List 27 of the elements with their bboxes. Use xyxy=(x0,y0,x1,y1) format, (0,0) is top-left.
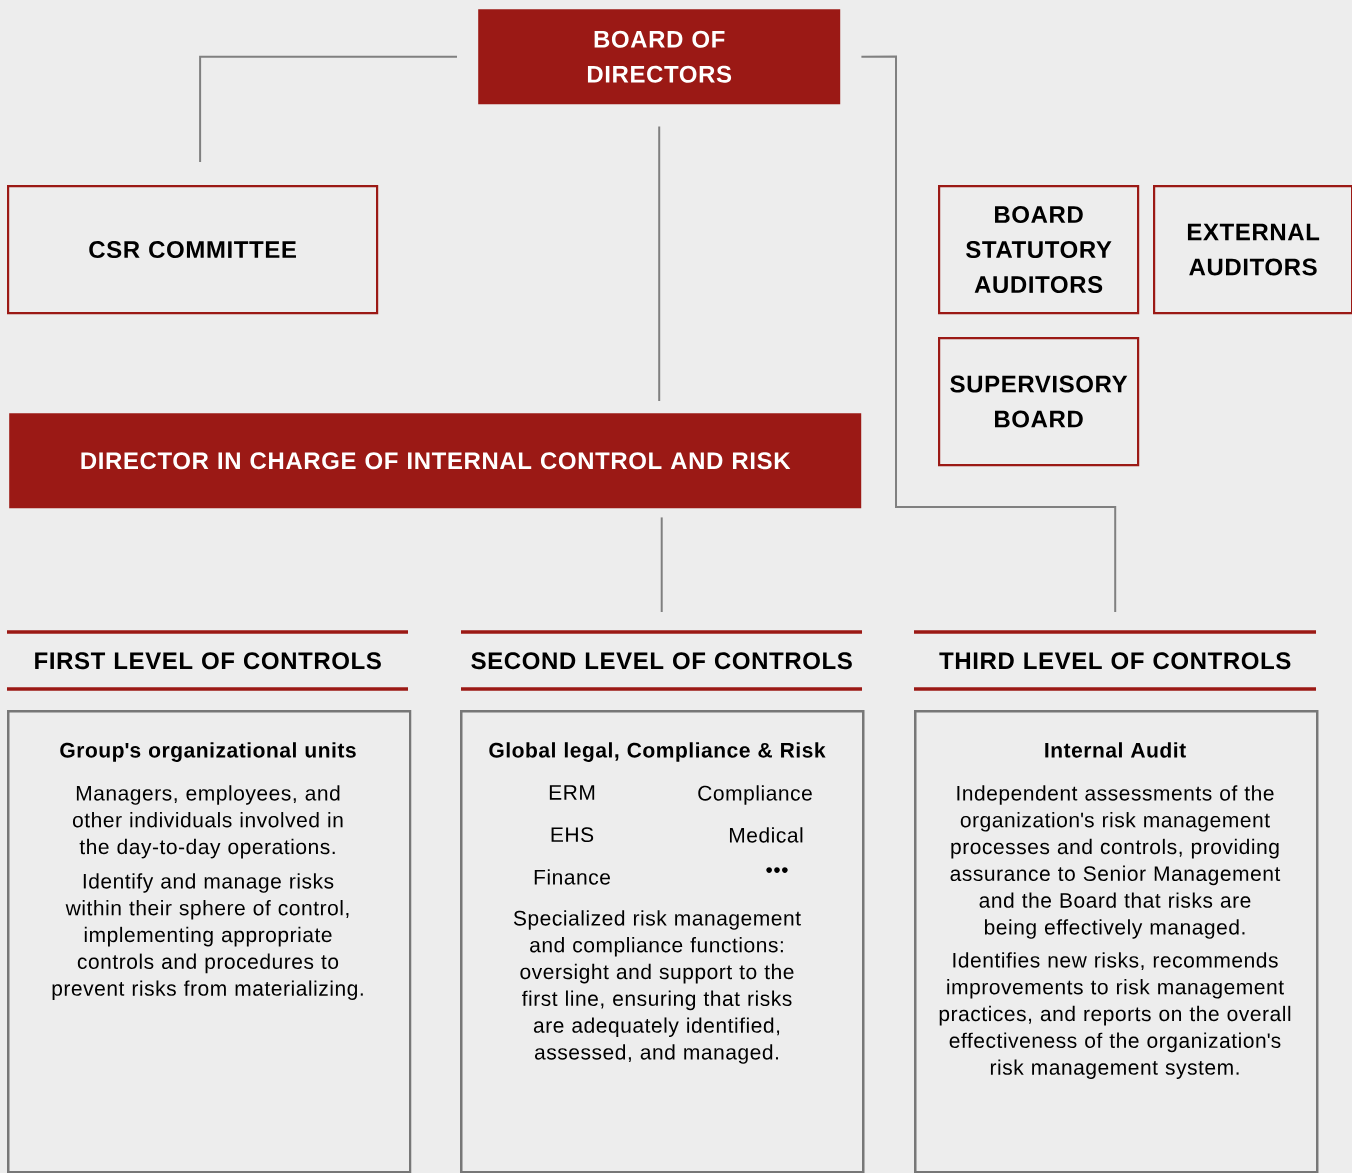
function-label: EHS xyxy=(551,827,594,843)
connector-line xyxy=(860,55,1117,613)
committee-box: CSR COMMITTEE xyxy=(7,185,379,315)
auditor-box: BOARD STATUTORY AUDITORS xyxy=(938,185,1140,315)
function-label: Finance xyxy=(534,869,610,885)
description-text: Specialized risk management and compliance functions: oversight and support to the first line, ensuring that risks are adequately identified, assessed, and managed. xyxy=(513,910,801,1064)
connector-line xyxy=(658,125,661,402)
connector-line xyxy=(660,516,663,613)
panel-heading: Internal Audit xyxy=(1045,742,1186,758)
description-text: Managers, employees, and other individuals involved in the day-to-day operations. xyxy=(72,785,343,859)
level-header: THIRD LEVEL OF CONTROLS xyxy=(914,630,1316,691)
description-text: Identifies new risks, recommends improvements to risk management practices, and reports on the overall effectiveness of the organization's risk management system. xyxy=(939,952,1291,1079)
director-banner: DIRECTOR IN CHARGE OF INTERNAL CONTROL AND RISK xyxy=(9,413,862,509)
ellipsis-dots: ••• xyxy=(766,867,788,873)
auditor-box: EXTERNAL AUDITORS xyxy=(1153,185,1352,315)
function-label: Medical xyxy=(730,827,803,843)
level-header: FIRST LEVEL OF CONTROLS xyxy=(7,630,408,691)
description-text: Independent assessments of the organization's risk management processes and controls, providing assurance to Senior Management and the Board that risks are being effectively managed. xyxy=(950,785,1281,939)
title-box: BOARD OF DIRECTORS xyxy=(478,9,841,105)
description-text: Identify and manage risks within their sphere of control, implementing appropriate controls and procedures to prevent risks from materializing. xyxy=(52,873,363,1000)
level-header: SECOND LEVEL OF CONTROLS xyxy=(461,630,862,691)
board-box: SUPERVISORY BOARD xyxy=(938,337,1140,467)
panel-heading: Group's organizational units xyxy=(60,742,356,762)
connector-line xyxy=(199,55,458,163)
function-label: ERM xyxy=(549,785,595,800)
panel-heading: Global legal, Compliance & Risk xyxy=(489,742,826,762)
function-label: Compliance xyxy=(698,785,812,805)
